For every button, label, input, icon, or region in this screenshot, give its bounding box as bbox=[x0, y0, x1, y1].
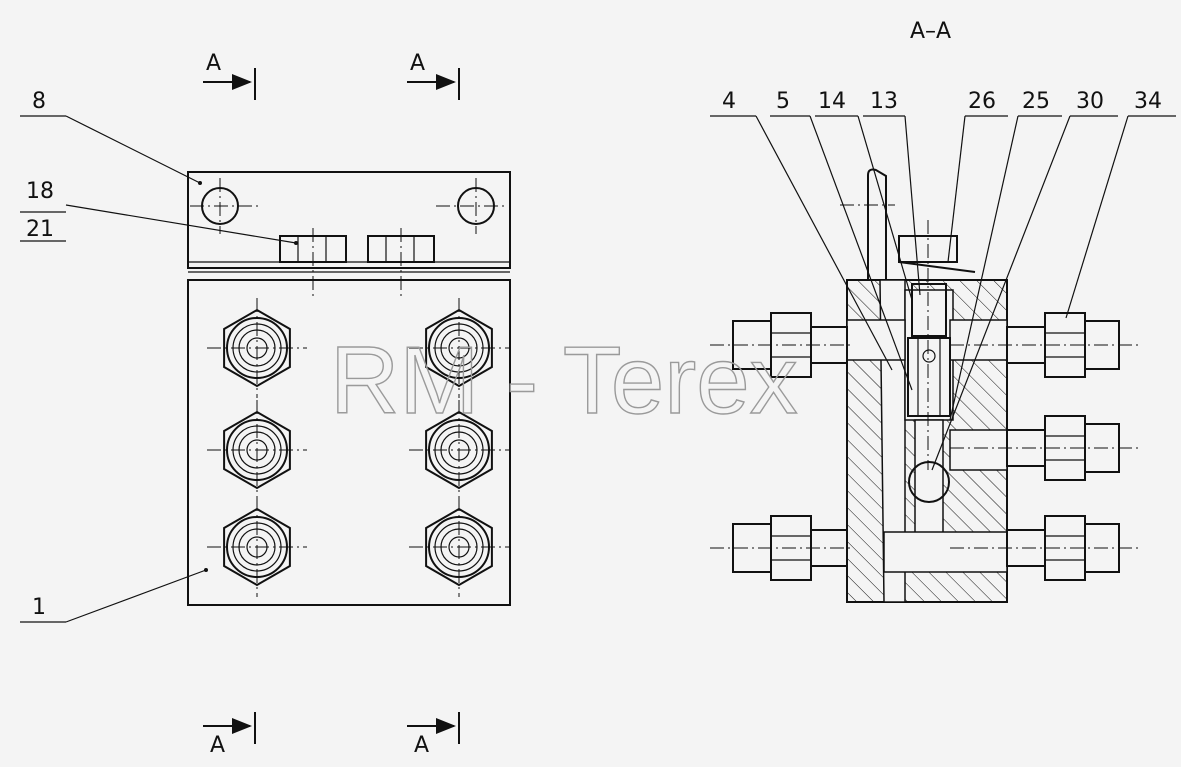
section-title: A–A bbox=[910, 19, 951, 44]
mounting-hole-right bbox=[436, 178, 508, 234]
hex-fitting bbox=[409, 298, 509, 398]
section-mark-bottom-right: A bbox=[414, 733, 429, 758]
bolt-left bbox=[279, 228, 347, 300]
pipe-fitting bbox=[950, 312, 1138, 378]
callout-21: 21 bbox=[26, 217, 54, 242]
callout-13: 13 bbox=[870, 89, 898, 114]
callout-30: 30 bbox=[1076, 89, 1104, 114]
hex-fittings bbox=[207, 298, 509, 597]
pipe-fitting bbox=[950, 515, 1138, 581]
right-leaders bbox=[710, 115, 1176, 471]
check-ball bbox=[908, 461, 950, 503]
main-body bbox=[187, 279, 511, 606]
watermark-text: RM - Terex bbox=[330, 327, 798, 434]
callout-25: 25 bbox=[1022, 89, 1050, 114]
section-markers bbox=[203, 68, 460, 744]
mounting-hole-left bbox=[190, 178, 262, 234]
callout-5: 5 bbox=[776, 89, 790, 114]
callout-18: 18 bbox=[26, 179, 54, 204]
callout-34: 34 bbox=[1134, 89, 1162, 114]
top-plate bbox=[187, 171, 511, 269]
callout-14: 14 bbox=[818, 89, 846, 114]
section-mark-top-left: A bbox=[206, 51, 221, 76]
hex-fitting bbox=[409, 497, 509, 597]
callout-1: 1 bbox=[32, 595, 46, 620]
left-leaders bbox=[20, 115, 298, 623]
section-mark-top-right: A bbox=[410, 51, 425, 76]
pipe-fitting bbox=[950, 415, 1138, 481]
hex-fitting bbox=[207, 497, 307, 597]
front-view bbox=[187, 171, 511, 606]
bolt-right bbox=[367, 228, 435, 300]
callout-26: 26 bbox=[968, 89, 996, 114]
side-fittings bbox=[710, 312, 1138, 581]
section-view bbox=[840, 168, 1008, 603]
hex-fitting bbox=[207, 400, 307, 500]
callout-4: 4 bbox=[722, 89, 736, 114]
callout-8: 8 bbox=[32, 89, 46, 114]
hex-fitting bbox=[409, 400, 509, 500]
pipe-fitting bbox=[710, 312, 850, 378]
section-mark-bottom-left: A bbox=[210, 733, 225, 758]
pipe-fitting bbox=[710, 515, 850, 581]
hex-fitting bbox=[207, 298, 307, 398]
